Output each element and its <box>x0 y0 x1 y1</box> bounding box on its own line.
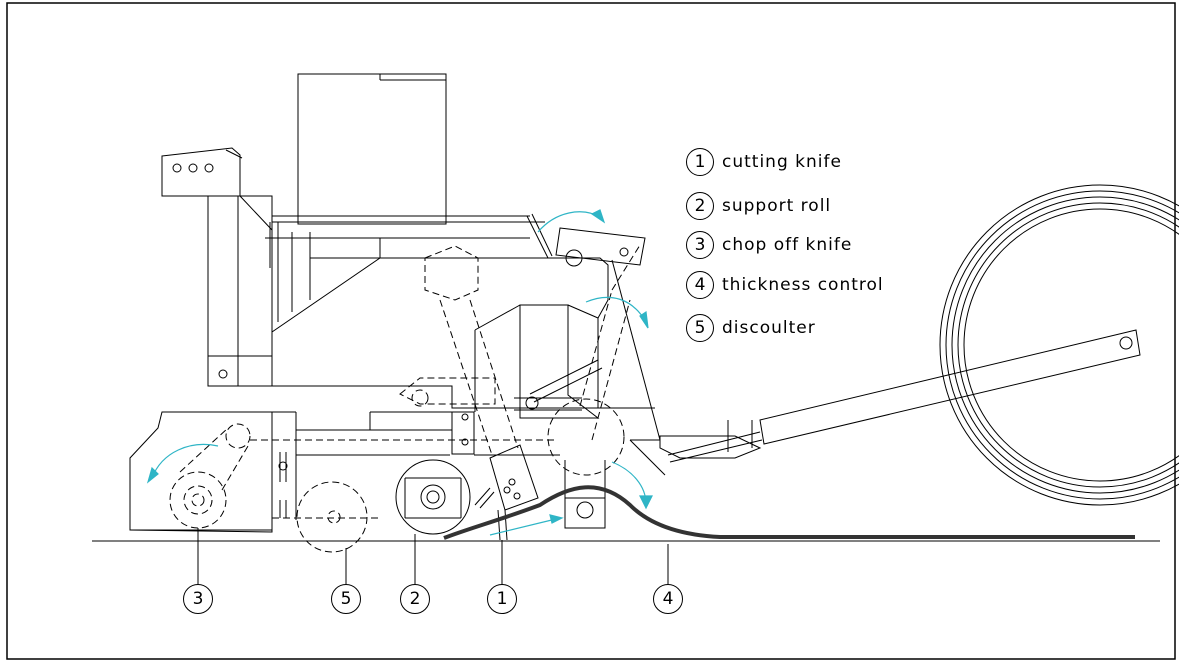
legend-label: support roll <box>722 196 832 216</box>
diagram-border <box>6 2 1176 660</box>
swing-arrow <box>585 296 647 323</box>
rotation-arrow-chop <box>151 443 219 479</box>
legend-item-cutting-knife: 1 cutting knife <box>686 147 842 177</box>
callout-discoulter: 5 <box>331 584 361 614</box>
thickness-control <box>564 420 762 529</box>
reel-arm <box>667 329 1141 463</box>
hitch-frame <box>161 147 273 387</box>
chop-off-roll <box>169 471 227 529</box>
legend-number: 3 <box>686 231 714 259</box>
legend-label: chop off knife <box>722 235 853 255</box>
upper-lever <box>514 227 646 411</box>
legend-item-thickness-control: 4 thickness control <box>686 270 884 300</box>
legend-item-chop-off-knife: 3 chop off knife <box>686 230 852 260</box>
discoulter-disc <box>296 481 368 553</box>
soil-strip <box>443 485 1135 540</box>
legend-number: 4 <box>686 271 714 299</box>
legend-item-support-roll: 2 support roll <box>686 191 831 221</box>
legend-number: 1 <box>686 148 714 176</box>
legend-label: thickness control <box>722 275 884 295</box>
feed-arrow <box>489 517 561 536</box>
support-roll <box>395 459 471 535</box>
cutting-knife <box>474 444 539 541</box>
legend-number: 5 <box>686 314 714 342</box>
turf-reel <box>939 184 1179 506</box>
callout-cutting-knife: 1 <box>487 584 517 614</box>
callout-chop-off-knife: 3 <box>183 584 213 614</box>
legend-number: 2 <box>686 192 714 220</box>
hopper <box>265 73 553 322</box>
callout-thickness-control: 4 <box>653 584 683 614</box>
legend-label: discoulter <box>722 318 816 338</box>
callout-support-roll: 2 <box>400 584 430 614</box>
legend-label: cutting knife <box>722 152 842 172</box>
legend-item-discoulter: 5 discoulter <box>686 313 816 343</box>
chop-off-housing <box>129 411 288 533</box>
